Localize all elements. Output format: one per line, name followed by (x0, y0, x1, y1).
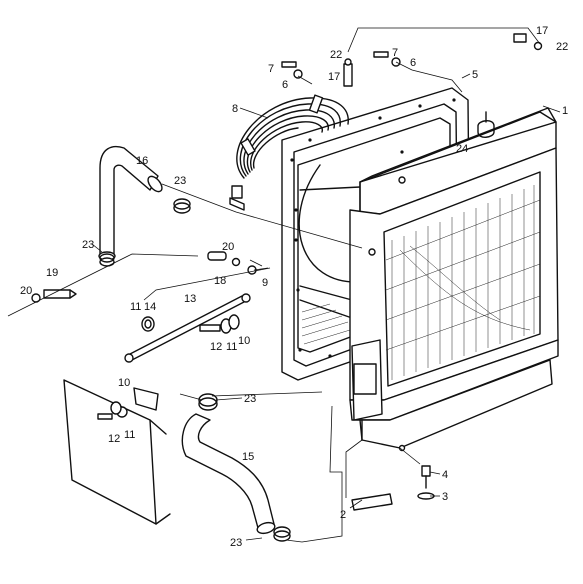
callout-23-upper: 23 (174, 175, 186, 187)
callout-7-left: 7 (268, 63, 274, 75)
lower-hose (181, 393, 291, 542)
leader-lines (7, 27, 541, 543)
callout-3: 3 (442, 491, 448, 503)
callout-22-top: 22 (556, 41, 568, 53)
lower-bracket (63, 379, 171, 525)
callout-10-upper: 10 (238, 335, 250, 347)
callout-8: 8 (232, 103, 238, 115)
callout-leaders (91, 73, 561, 541)
callout-10-lower: 10 (118, 377, 130, 389)
callout-11-lower: 11 (124, 429, 135, 441)
callout-12-upper: 12 (210, 341, 222, 353)
callout-23-left: 23 (82, 239, 94, 251)
callout-5: 5 (472, 69, 478, 81)
callout-16: 16 (136, 155, 148, 167)
callout-6-left: 6 (282, 79, 288, 91)
callout-22-mid: 22 (330, 49, 342, 61)
callout-9: 9 (262, 277, 268, 289)
mount-hardware (351, 465, 435, 511)
callout-1: 1 (562, 105, 568, 117)
callout-18: 18 (214, 275, 226, 287)
callout-2: 2 (340, 509, 346, 521)
callout-11-upper-right: 11 (226, 341, 237, 353)
overflow-hose-coil (229, 94, 349, 211)
callout-11-upper-left: 11 (130, 301, 141, 313)
callout-23-mid: 23 (244, 393, 256, 405)
callout-15: 15 (242, 451, 254, 463)
callout-13: 13 (184, 293, 196, 305)
upper-hose (98, 145, 191, 267)
callout-12-lower: 12 (108, 433, 120, 445)
callout-24: 24 (456, 143, 468, 155)
callout-23-bottom: 23 (230, 537, 242, 549)
stay-rod (124, 293, 251, 363)
callout-14: 14 (144, 301, 156, 313)
callout-20-mid: 20 (222, 241, 234, 253)
radiator-assembly (349, 107, 559, 452)
callout-19: 19 (46, 267, 58, 279)
callout-20-left: 20 (20, 285, 32, 297)
callout-7-right: 7 (392, 47, 398, 59)
callout-17-top: 17 (536, 25, 548, 37)
callout-17-mid: 17 (328, 71, 340, 83)
callout-4: 4 (442, 469, 448, 481)
callout-6-right: 6 (410, 57, 416, 69)
callout-labels: 1 2 3 4 5 6 6 7 7 8 9 10 10 11 11 11 12 … (20, 25, 568, 549)
top-hardware (281, 33, 543, 87)
